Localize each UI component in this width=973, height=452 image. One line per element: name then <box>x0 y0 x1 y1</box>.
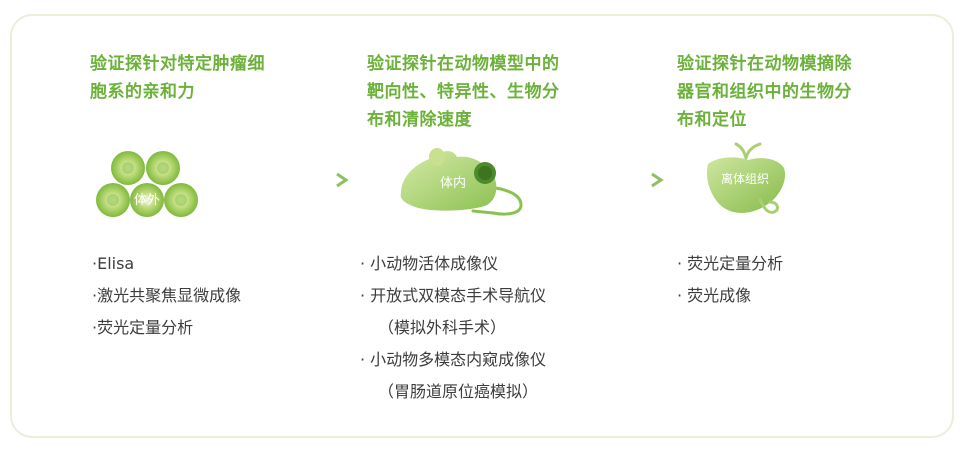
col1-title: 验证探针对特定肿瘤细 胞系的亲和力 <box>90 50 265 106</box>
in-vivo-label: 体内 <box>440 175 466 191</box>
arrow-right-icon <box>255 172 349 188</box>
col3-title-line: 器官和组织中的生物分 <box>677 82 852 102</box>
col1-method-list: ·Elisa ·激光共聚焦显微成像 ·荧光定量分析 <box>92 248 241 344</box>
col1-title-line: 验证探针对特定肿瘤细 <box>90 54 265 74</box>
col2-title-line: 验证探针在动物模型中的 <box>367 54 560 74</box>
col3-title-line: 布和定位 <box>677 110 747 130</box>
cell-icon <box>146 151 180 185</box>
list-item: · 荧光定量分析 <box>677 254 784 273</box>
cell-icon <box>111 151 145 185</box>
list-item: · 小动物活体成像仪 <box>360 254 499 273</box>
list-item: · 开放式双模态手术导航仪 <box>360 286 547 305</box>
list-item: · 小动物多模态内窥成像仪 <box>360 350 547 369</box>
col2-title-line: 靶向性、特异性、生物分 <box>367 82 560 102</box>
in-vitro-label: 体外 <box>134 193 160 208</box>
col2-title: 验证探针在动物模型中的 靶向性、特异性、生物分 布和清除速度 <box>367 50 560 134</box>
diagram-frame <box>10 14 954 438</box>
excised-organ-illustration: 离体组织 <box>706 142 786 214</box>
cell-icon <box>130 183 164 217</box>
col1-title-line: 胞系的亲和力 <box>90 82 195 102</box>
ex-vivo-label: 离体组织 <box>721 171 769 186</box>
list-item: ·Elisa <box>92 254 135 273</box>
cell-icon <box>96 183 130 217</box>
col3-title: 验证探针在动物模摘除 器官和组织中的生物分 布和定位 <box>677 50 852 134</box>
list-item: ·激光共聚焦显微成像 <box>92 286 242 305</box>
in-vitro-cells-illustration: 体外 <box>96 151 198 217</box>
col3-title-line: 验证探针在动物模摘除 <box>677 54 852 74</box>
cell-icon <box>164 183 198 217</box>
mouse-illustration: 体内 <box>400 148 523 216</box>
list-item: （胃肠道原位癌模拟） <box>378 382 539 401</box>
list-item: （模拟外科手术） <box>378 318 507 337</box>
list-item: · 荧光成像 <box>677 286 752 305</box>
list-item: ·荧光定量分析 <box>92 318 194 337</box>
col2-method-list: · 小动物活体成像仪 · 开放式双模态手术导航仪 （模拟外科手术） · 小动物多… <box>360 248 546 408</box>
col3-method-list: · 荧光定量分析 · 荧光成像 <box>677 248 783 312</box>
arrow-right-icon <box>570 172 664 188</box>
col2-title-line: 布和清除速度 <box>367 110 472 130</box>
